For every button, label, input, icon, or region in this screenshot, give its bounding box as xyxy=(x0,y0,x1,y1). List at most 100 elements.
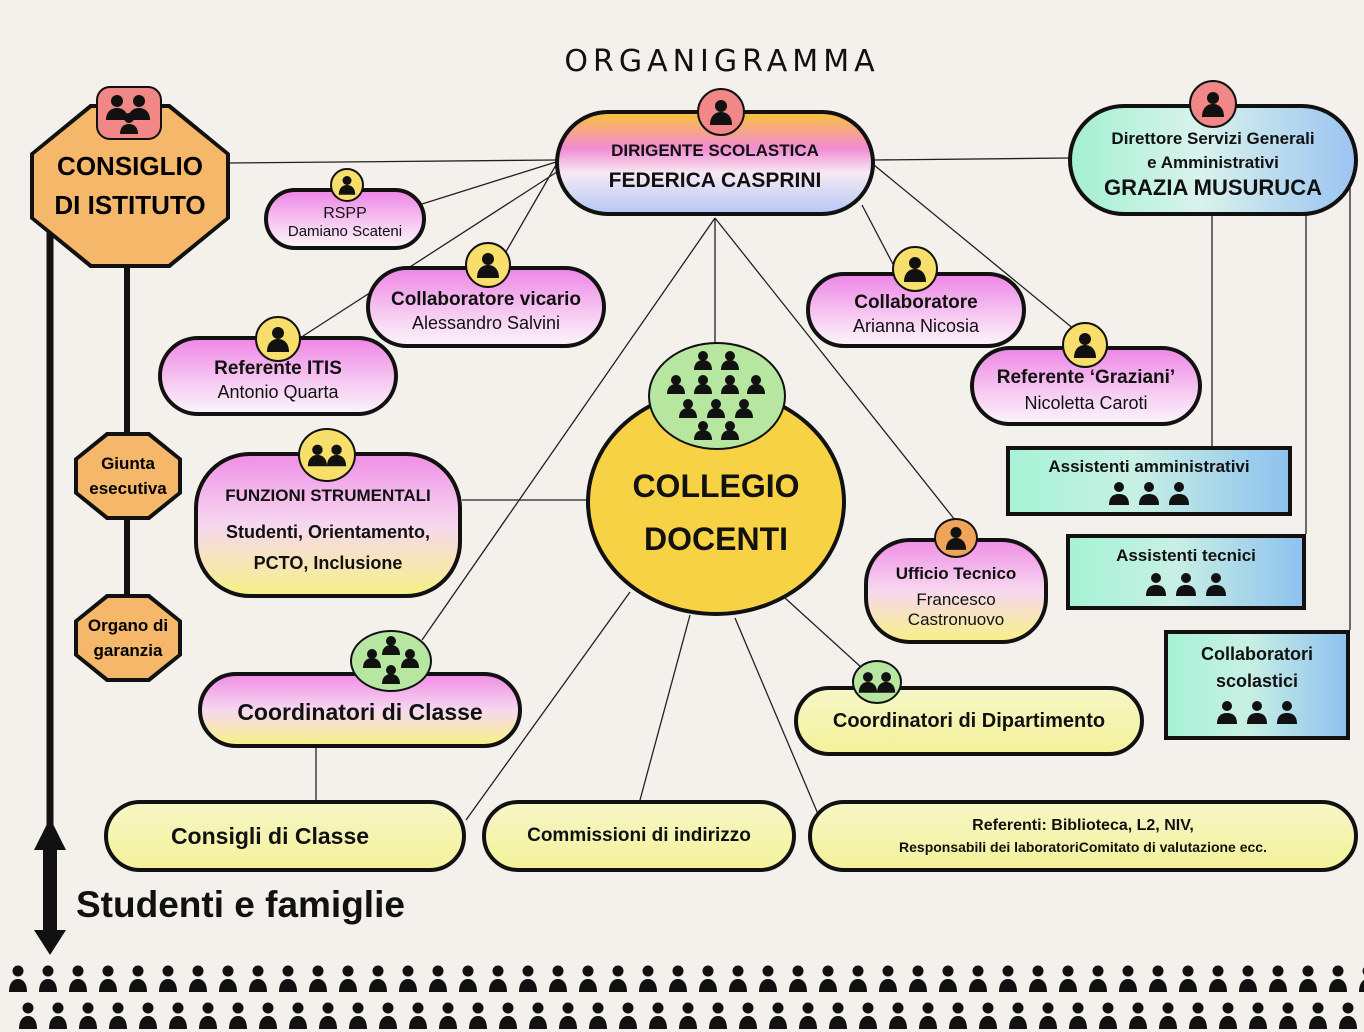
referente-itis-name: Antonio Quarta xyxy=(217,381,339,402)
collaboratori-scolastici-label-2: scolastici xyxy=(1215,671,1299,691)
person-icon xyxy=(789,965,807,992)
person-icon xyxy=(859,1002,877,1029)
referente-graziani-node: Referente ‘Graziani’ Nicoletta Caroti xyxy=(970,346,1202,426)
vicario-name: Alessandro Salvini xyxy=(411,312,561,333)
person-icon xyxy=(1029,965,1047,992)
person-icon xyxy=(409,1002,427,1029)
person-icon xyxy=(99,965,117,992)
collaboratore-role: Collaboratore xyxy=(854,291,978,313)
assistenti-amministrativi-label: Assistenti amministrativi xyxy=(1048,457,1250,476)
person-icon xyxy=(939,965,957,992)
person-icon xyxy=(919,1002,937,1029)
consiglio-istituto-label-2: DI ISTITUTO xyxy=(54,190,206,220)
person-icon xyxy=(889,1002,907,1029)
person-icon xyxy=(255,316,301,362)
person-icon xyxy=(999,965,1017,992)
person-icon xyxy=(319,1002,337,1029)
person-icon xyxy=(469,1002,487,1029)
person-icon xyxy=(499,1002,517,1029)
staff-icons xyxy=(1144,570,1228,598)
person-icon xyxy=(199,1002,217,1029)
person-icon xyxy=(609,965,627,992)
person-icon xyxy=(189,965,207,992)
person-icon xyxy=(159,965,177,992)
person-icon xyxy=(1099,1002,1117,1029)
person-icon xyxy=(249,965,267,992)
consigli-classe-label: Consigli di Classe xyxy=(170,822,370,849)
group-icon xyxy=(298,428,356,482)
ufficio-tecnico-name-2: Castronuovo xyxy=(907,610,1005,629)
referente-itis-role: Referente ITIS xyxy=(214,357,342,379)
person-icon xyxy=(709,1002,727,1029)
person-icon xyxy=(799,1002,817,1029)
person-icon xyxy=(1009,1002,1027,1029)
person-icon xyxy=(459,965,477,992)
collaboratore-vicario-node: Collaboratore vicario Alessandro Salvini xyxy=(366,266,606,348)
person-icon xyxy=(1149,965,1167,992)
funzioni-line2: PCTO, Inclusione xyxy=(253,553,403,573)
person-icon xyxy=(519,965,537,992)
person-icon xyxy=(339,965,357,992)
person-icon xyxy=(169,1002,187,1029)
person-icon xyxy=(1299,965,1317,992)
person-icon xyxy=(379,1002,397,1029)
referenti-line2: Responsabili dei laboratoriComitato di v… xyxy=(899,839,1267,855)
referente-graziani-role: Referente ‘Graziani’ xyxy=(996,366,1176,388)
person-icon xyxy=(639,965,657,992)
assistenti-amministrativi-node: Assistenti amministrativi xyxy=(1006,446,1292,516)
person-icon xyxy=(1209,965,1227,992)
person-icon xyxy=(1339,1002,1357,1029)
dirigente-node: DIRIGENTE SCOLASTICA FEDERICA CASPRINI xyxy=(555,110,875,216)
person-icon xyxy=(39,965,57,992)
person-icon xyxy=(829,1002,847,1029)
collaboratori-scolastici-label: Collaboratori xyxy=(1200,644,1313,664)
dsga-role: Direttore Servizi Generali xyxy=(1111,129,1315,148)
person-icon xyxy=(849,965,867,992)
person-icon xyxy=(1039,1002,1057,1029)
person-icon xyxy=(759,965,777,992)
dsga-role-2: e Amministrativi xyxy=(1147,153,1279,172)
person-icon xyxy=(819,965,837,992)
referente-graziani-name: Nicoletta Caroti xyxy=(1024,392,1148,413)
person-icon xyxy=(139,1002,157,1029)
person-icon xyxy=(439,1002,457,1029)
collegio-label-2: DOCENTI xyxy=(644,521,788,557)
person-icon xyxy=(219,965,237,992)
commissioni-node: Commissioni di indirizzo xyxy=(482,800,796,872)
rspp-name: Damiano Scateni xyxy=(287,222,403,240)
person-icon xyxy=(1239,965,1257,992)
students-crowd-icons xyxy=(9,965,1364,1029)
person-icon xyxy=(1219,1002,1237,1029)
person-icon xyxy=(79,1002,97,1029)
person-icon xyxy=(465,242,511,288)
person-icon xyxy=(529,1002,547,1029)
person-icon xyxy=(1062,322,1108,368)
person-icon xyxy=(879,965,897,992)
person-icon xyxy=(1329,965,1347,992)
person-icon xyxy=(649,1002,667,1029)
person-icon xyxy=(349,1002,367,1029)
coordinatori-dipartimento-node: Coordinatori di Dipartimento xyxy=(794,686,1144,756)
person-icon xyxy=(697,88,745,136)
person-icon xyxy=(949,1002,967,1029)
rspp-role: RSPP xyxy=(323,204,367,222)
person-icon xyxy=(1059,965,1077,992)
person-icon xyxy=(679,1002,697,1029)
person-icon xyxy=(399,965,417,992)
consigli-classe-node: Consigli di Classe xyxy=(104,800,466,872)
person-icon xyxy=(49,1002,67,1029)
person-icon xyxy=(309,965,327,992)
ufficio-tecnico-role: Ufficio Tecnico xyxy=(895,564,1017,583)
person-icon xyxy=(259,1002,277,1029)
group-icon xyxy=(852,660,902,704)
group-icon xyxy=(350,630,432,692)
person-icon xyxy=(369,965,387,992)
collaboratori-scolastici-node: Collaboratori scolastici xyxy=(1164,630,1350,740)
person-icon xyxy=(489,965,507,992)
person-icon xyxy=(1279,1002,1297,1029)
vicario-role: Collaboratore vicario xyxy=(390,288,582,310)
person-icon xyxy=(969,965,987,992)
person-icon xyxy=(1309,1002,1327,1029)
dirigente-name: FEDERICA CASPRINI xyxy=(608,169,822,192)
